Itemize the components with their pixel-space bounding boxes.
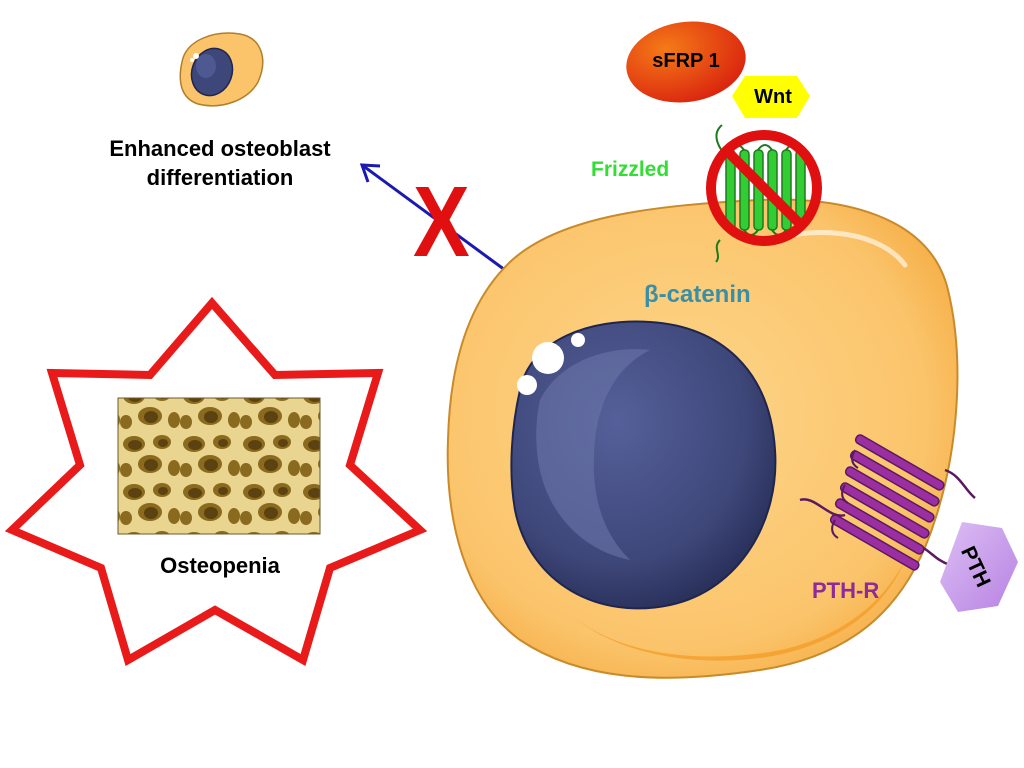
osteopenia-label: Osteopenia (160, 553, 280, 578)
beta-catenin-label: β-catenin (644, 281, 751, 309)
osteoblast-label-line1: Enhanced osteoblast (109, 136, 331, 161)
block-x-mark: X (413, 166, 470, 278)
pth-shape (940, 522, 1018, 612)
pth-r-label: PTH-R (812, 578, 880, 603)
nucleus (510, 320, 777, 610)
arrow-up-left-icon (359, 163, 506, 272)
wnt-label: Wnt (754, 86, 792, 108)
wnt-shape (732, 76, 810, 118)
no-symbol-icon (706, 130, 822, 246)
pth-r-receptor (799, 434, 976, 571)
osteoblast-label-line2: differentiation (146, 165, 294, 190)
frizzled-receptor (715, 124, 806, 263)
beta-symbol: β (644, 281, 659, 308)
enhanced-osteoblast-label: Enhanced osteoblast differentiation (70, 134, 370, 192)
catenin-text: -catenin (658, 281, 751, 308)
frizzled-label: Frizzled (591, 158, 670, 181)
trabecular-bone-icon (117, 397, 321, 535)
sfrp1-label: sFRP 1 (652, 50, 720, 72)
sfrp1-shape (626, 21, 746, 103)
small-osteoblast-cell (179, 32, 264, 107)
